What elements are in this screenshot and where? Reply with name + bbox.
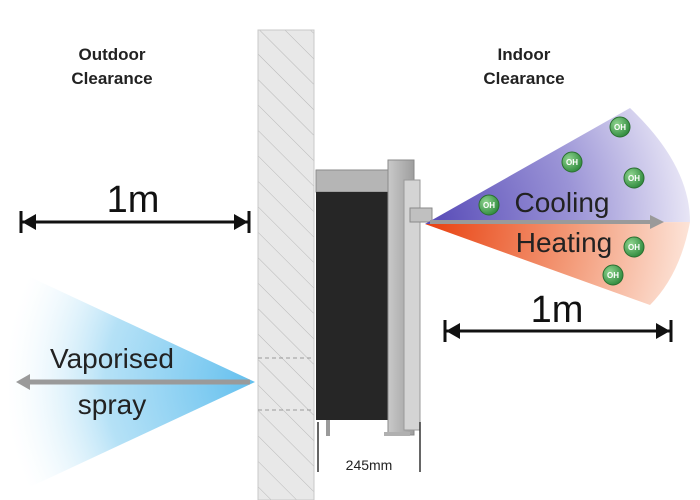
svg-text:OH: OH — [483, 201, 495, 210]
oh-molecule-icon: OH — [478, 194, 500, 216]
spray-label-line2: spray — [78, 389, 146, 420]
outdoor-title-line2: Clearance — [71, 69, 152, 88]
indoor-dimension-double-arrow-icon — [443, 320, 673, 342]
heating-label: Heating — [516, 227, 613, 258]
indoor-title-line2: Clearance — [483, 69, 564, 88]
oh-molecule-icon: OH — [602, 264, 624, 286]
unit-depth-label: 245mm — [346, 457, 393, 473]
cooling-label: Cooling — [515, 187, 610, 218]
unit-depth-marker — [317, 422, 421, 472]
oh-molecule-icon: OH — [609, 116, 631, 138]
outdoor-title-line1: Outdoor — [78, 45, 145, 64]
spray-label-line1: Vaporised — [50, 343, 174, 374]
svg-text:OH: OH — [607, 271, 619, 280]
svg-text:OH: OH — [628, 174, 640, 183]
wall — [257, 29, 315, 500]
indoor-airflow-arrow-icon — [430, 215, 664, 229]
indoor-distance-label: 1m — [531, 289, 584, 331]
oh-molecule-icon: OH — [623, 167, 645, 189]
svg-text:OH: OH — [614, 123, 626, 132]
spray-arrow-icon — [16, 374, 250, 390]
heating-airflow-fan — [425, 222, 690, 305]
svg-text:OH: OH — [566, 158, 578, 167]
oh-molecule-icon: OH — [623, 236, 645, 258]
outdoor-distance-label: 1m — [107, 179, 160, 221]
svg-text:OH: OH — [628, 243, 640, 252]
air-conditioner-unit — [315, 159, 433, 436]
indoor-title-line1: Indoor — [498, 45, 551, 64]
oh-molecule-icon: OH — [561, 151, 583, 173]
outdoor-dimension-double-arrow-icon — [19, 211, 251, 233]
